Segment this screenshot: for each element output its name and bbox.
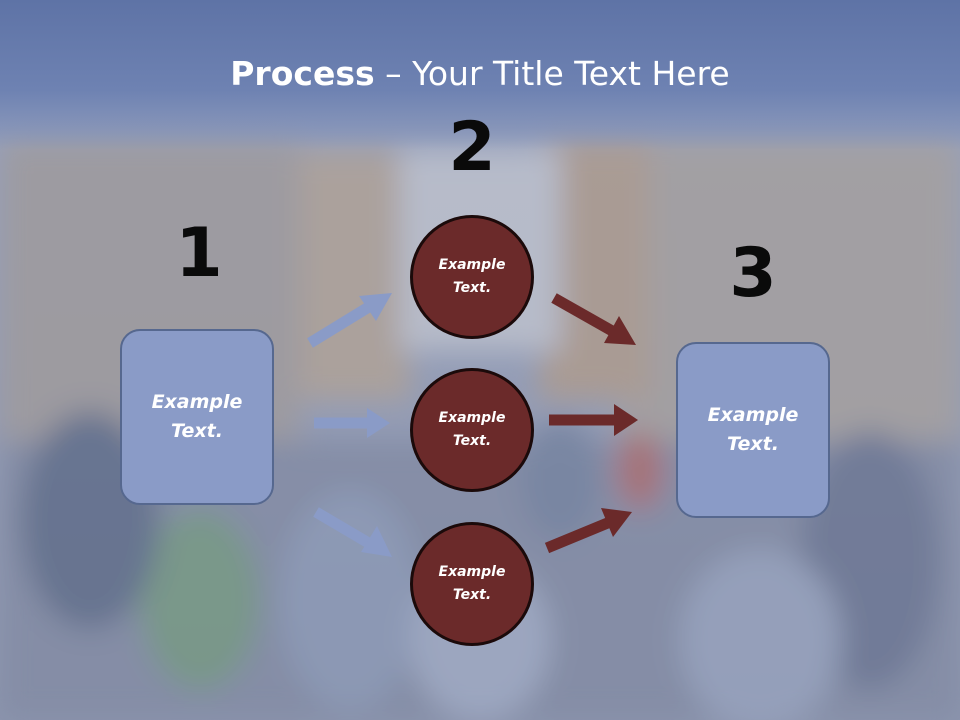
step-circle-top: Example Text. xyxy=(410,215,534,339)
step-box-1-label: Example Text. xyxy=(151,391,243,442)
arrow-circle3-to-box3 xyxy=(544,508,632,554)
title-bar: Process – Your Title Text Here xyxy=(0,0,960,150)
arrow-box1-to-circle2 xyxy=(314,408,390,438)
step-number-3: 3 xyxy=(729,234,777,313)
step-circle-middle-label: Example Text. xyxy=(438,410,506,449)
step-box-3-label: Example Text. xyxy=(707,404,799,455)
arrow-circle2-to-box3 xyxy=(549,404,638,436)
step-circle-bottom-label: Example Text. xyxy=(438,564,506,603)
title-rest: – Your Title Text Here xyxy=(374,54,730,93)
slide-title: Process – Your Title Text Here xyxy=(0,54,960,93)
step-circle-bottom: Example Text. xyxy=(410,522,534,646)
arrow-circle1-to-box3 xyxy=(551,293,636,345)
step-box-1: Example Text. xyxy=(120,329,274,505)
step-box-3: Example Text. xyxy=(676,342,830,518)
arrow-box1-to-circle3 xyxy=(313,507,392,557)
title-bold: Process xyxy=(230,54,375,93)
arrow-box1-to-circle1 xyxy=(307,293,392,348)
step-number-2: 2 xyxy=(448,108,496,187)
step-circle-top-label: Example Text. xyxy=(438,257,506,296)
step-circle-middle: Example Text. xyxy=(410,368,534,492)
step-number-1: 1 xyxy=(175,214,223,293)
